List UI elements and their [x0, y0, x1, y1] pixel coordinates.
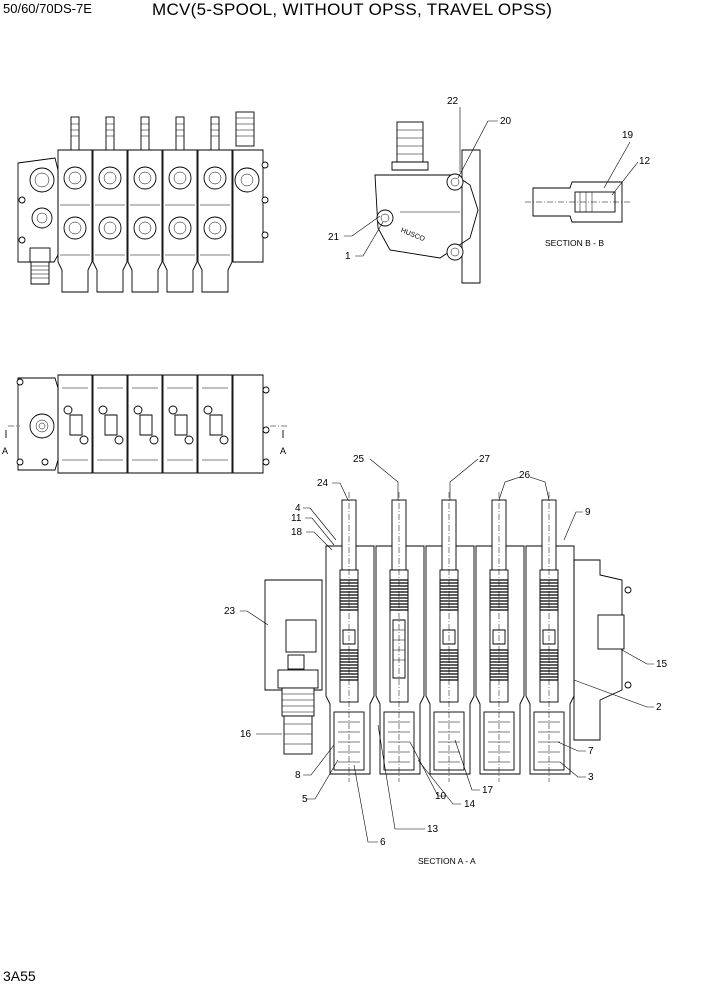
- mounting-flange: [461, 149, 481, 284]
- callout-17: 17: [482, 785, 494, 796]
- callout-5: 5: [302, 794, 308, 805]
- callout-10: 10: [435, 791, 447, 802]
- cut-marker-left: A: [2, 446, 8, 456]
- callout-14: 14: [464, 799, 476, 810]
- callout-7: 7: [588, 746, 594, 757]
- outlet-cover-section: [573, 559, 623, 741]
- callout-24: 24: [317, 478, 329, 489]
- callout-4: 4: [295, 503, 301, 514]
- callout-2: 2: [656, 702, 662, 713]
- husco-stamp: HUSCO: [400, 227, 427, 243]
- spool-section-front: [162, 116, 198, 293]
- spool-section-front: [127, 116, 163, 293]
- spool-section-front: [57, 116, 93, 293]
- callout-21: 21: [328, 232, 340, 243]
- spool-section-front: [92, 116, 128, 293]
- callout-22: 22: [447, 96, 459, 107]
- leader-lines: [240, 107, 654, 843]
- callout-13: 13: [427, 824, 439, 835]
- callout-16: 16: [240, 729, 252, 740]
- solenoid-connector: [396, 121, 424, 163]
- callout-27: 27: [479, 454, 491, 465]
- callout-18: 18: [291, 527, 303, 538]
- page-title: MCV(5-SPOOL, WITHOUT OPSS, TRAVEL OPSS): [152, 0, 553, 19]
- spool-section-front: [197, 116, 233, 293]
- spool-section-top: [197, 374, 233, 474]
- inlet-end-cover: [17, 157, 59, 285]
- section-a-label: SECTION A - A: [418, 856, 476, 866]
- callout-12: 12: [639, 156, 651, 167]
- spool-section-top: [127, 374, 163, 474]
- callout-23: 23: [224, 606, 236, 617]
- callout-15: 15: [656, 659, 668, 670]
- front-view: [17, 111, 269, 293]
- relief-valve-cartridge: [277, 669, 319, 755]
- section-b-detail: [525, 181, 630, 223]
- callout-1: 1: [345, 251, 351, 262]
- section-b-label: SECTION B - B: [545, 238, 604, 248]
- cut-marker-right: A: [280, 446, 286, 456]
- callout-20: 20: [500, 116, 512, 127]
- callout-8: 8: [295, 770, 301, 781]
- outlet-end-cover: [232, 111, 269, 263]
- callout-9: 9: [585, 507, 591, 518]
- callout-26: 26: [519, 470, 531, 481]
- spool-section-cut: [325, 499, 375, 775]
- spool-section-top: [92, 374, 128, 474]
- callout-19: 19: [622, 130, 634, 141]
- model-code: 50/60/70DS-7E: [3, 1, 92, 16]
- callout-11: 11: [291, 513, 302, 524]
- spool-section-cut: [525, 499, 575, 775]
- spool-section-top: [162, 374, 198, 474]
- spool-section-top: [57, 374, 93, 474]
- spool-section-cut: [375, 499, 425, 775]
- section-a-view: [264, 492, 632, 782]
- callout-25: 25: [353, 454, 365, 465]
- top-view: [5, 374, 288, 474]
- callout-3: 3: [588, 772, 594, 783]
- page-code: 3A55: [3, 968, 36, 984]
- inlet-cover-section: [264, 579, 323, 691]
- spool-section-cut: [425, 499, 475, 775]
- side-view: HUSCO: [374, 121, 481, 284]
- callout-6: 6: [380, 837, 386, 848]
- spool-section-cut: [475, 499, 525, 775]
